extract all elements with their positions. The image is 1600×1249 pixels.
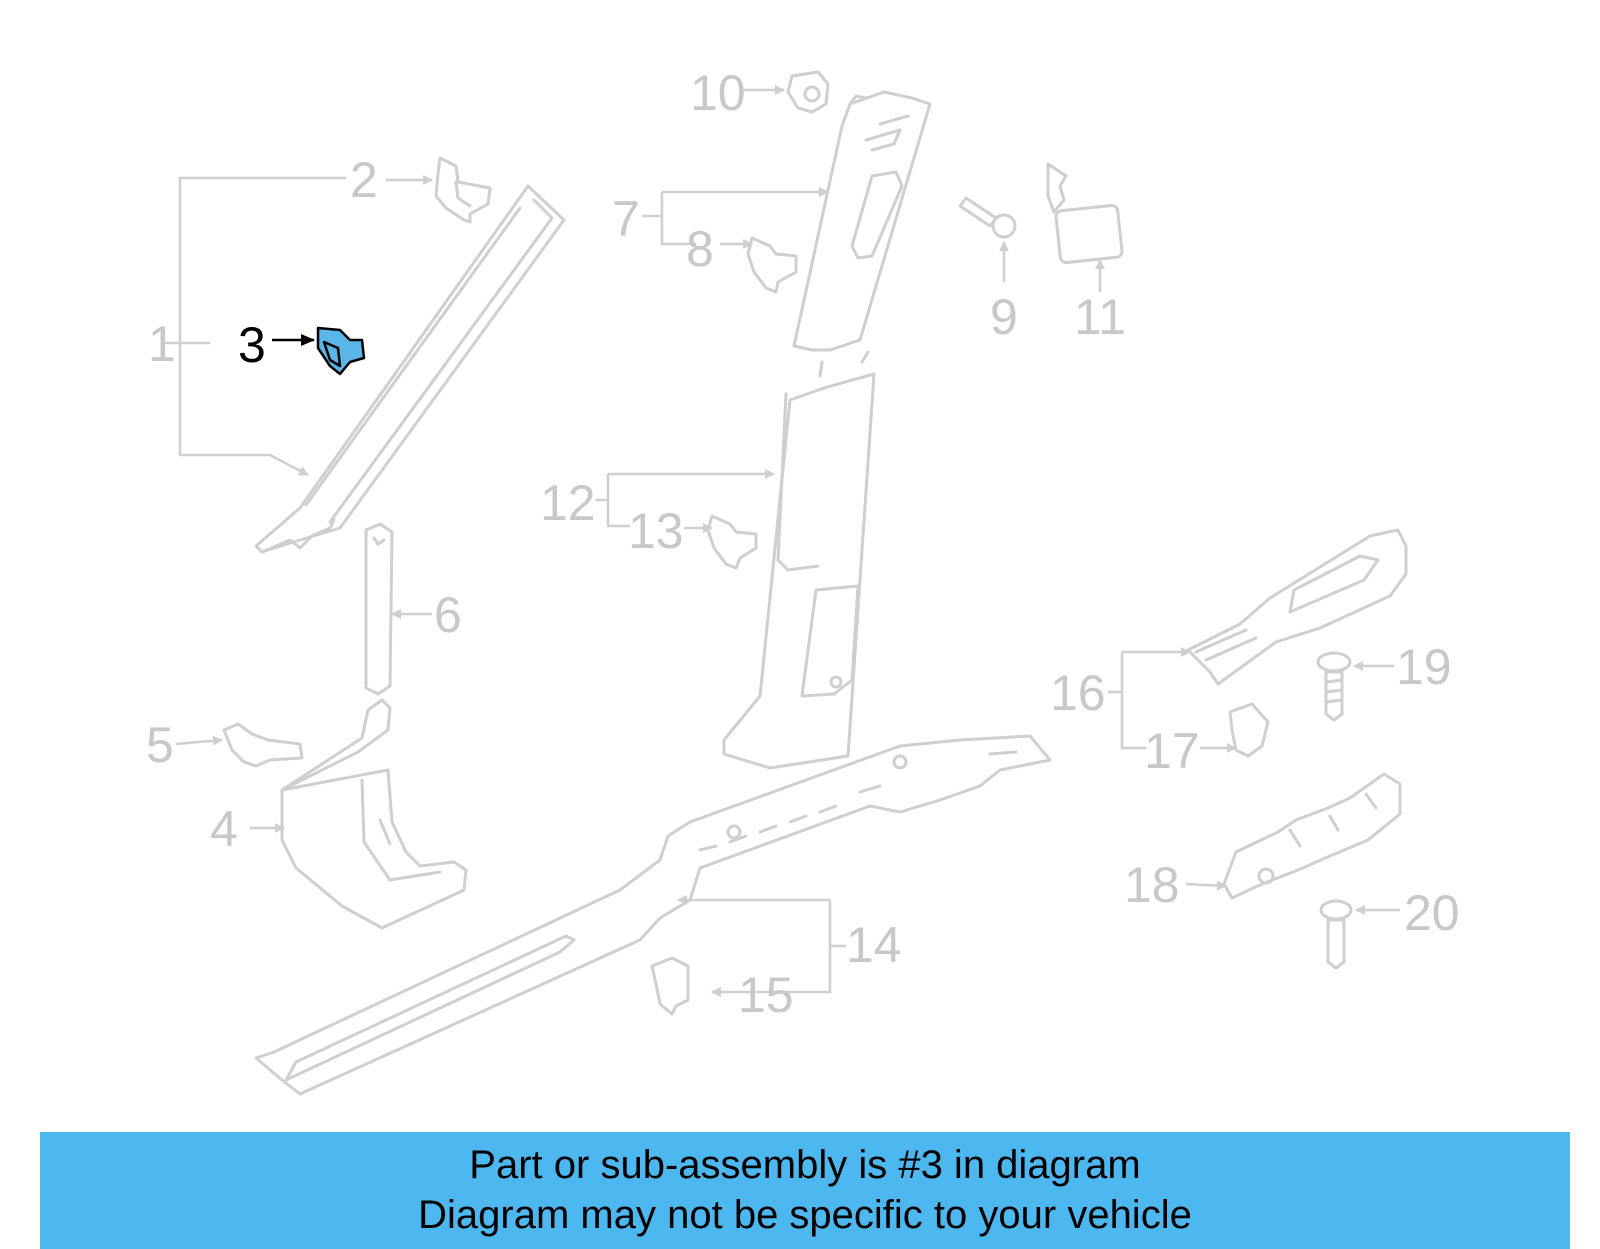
part-6-trim-strip [364,522,394,696]
banner-line-1: Part or sub-assembly is #3 in diagram [469,1143,1141,1187]
part-8-clip [746,236,798,294]
callout-12-bracket [596,469,775,528]
callout-8: 8 [686,221,714,277]
callout-20: 20 [1404,885,1460,941]
callout-14-bracket [677,895,846,997]
part-9-screw [958,196,1017,239]
part-16-sill-trim [1186,528,1408,686]
callout-16: 16 [1050,665,1106,721]
callout-1-bracket [165,176,346,477]
callout-18-leader [1185,880,1227,891]
callout-10: 10 [690,65,746,121]
part-2-clip [434,156,492,224]
callout-17: 17 [1144,723,1200,779]
info-banner: Part or sub-assembly is #3 in diagram Di… [40,1132,1570,1249]
callout-2: 2 [350,152,378,208]
callout-11: 11 [1074,289,1126,345]
callout-12: 12 [540,475,596,531]
part-14-sill-plate [254,734,1052,1096]
part-15-clip [650,956,690,1016]
callout-14: 14 [846,917,902,973]
part-4-kick-panel [280,698,468,930]
part-1-a-pillar-trim [254,184,566,554]
callout-6: 6 [434,587,462,643]
part-20-screw [1319,899,1353,970]
callout-13: 13 [628,503,684,559]
callout-16-bracket [1108,647,1191,750]
part-19-screw [1316,651,1352,722]
callout-4: 4 [210,801,238,857]
part-13-clip [706,514,758,570]
part-11-cover [1046,162,1124,265]
callout-1: 1 [148,316,176,372]
callout-5: 5 [146,717,174,773]
callout-9: 9 [990,289,1018,345]
part-5-clip [222,722,304,768]
part-7-upper-b-pillar [792,90,932,352]
callout-18: 18 [1124,857,1180,913]
part-3-clip-highlighted [316,326,366,376]
part-17-clip [1228,702,1270,758]
callout-5-leader [175,735,223,746]
part-10-clip [786,70,830,114]
callout-3: 3 [238,317,266,373]
part-18-bracket [1222,772,1402,900]
banner-line-2: Diagram may not be specific to your vehi… [418,1193,1192,1237]
callout-7-bracket [642,187,829,246]
callout-7: 7 [612,191,640,247]
part-12-lower-b-pillar [722,350,876,770]
callout-19: 19 [1396,639,1452,695]
callout-15: 15 [738,967,794,1023]
